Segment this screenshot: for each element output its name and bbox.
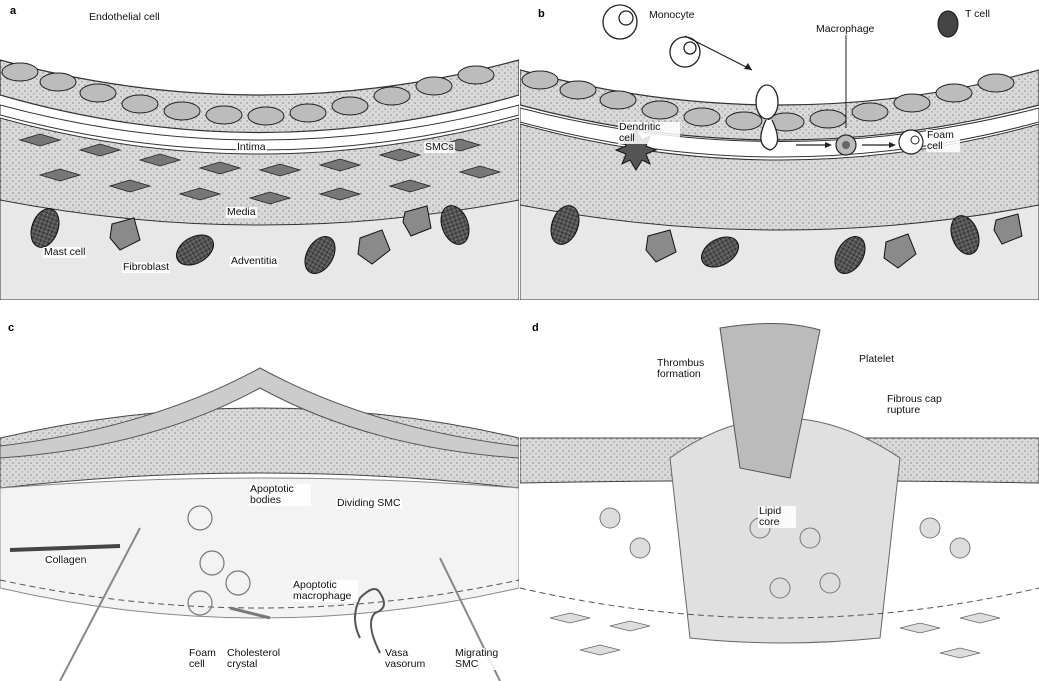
macrophage-label: Macrophage (815, 24, 875, 35)
migrating-smc-label: Migrating SMC (454, 648, 514, 670)
panel-b-early-lesion: b Monocyte Macrophage T cell Dendritic c… (520, 0, 1039, 300)
cholesterol-crystal-label: Cholesterol crystal (226, 648, 286, 670)
panel-label: d (532, 322, 539, 334)
dendritic-cell-label: Dendritic cell (618, 122, 680, 144)
panel-label: a (10, 5, 16, 17)
intima-label: Intima (236, 142, 267, 153)
mast-cell-label: Mast cell (43, 247, 86, 258)
thrombus-formation-label: Thrombus formation (656, 358, 716, 380)
adventitia-label: Adventitia (230, 256, 278, 267)
apoptotic-macrophage-label: Apoptotic macrophage (292, 580, 358, 602)
foam-cell-label: Foam cell (188, 648, 222, 670)
endothelial-cell-label: Endothelial cell (88, 12, 161, 23)
monocyte-label: Monocyte (648, 10, 696, 21)
panel-b-illustration (520, 0, 1039, 300)
apoptotic-bodies-label: Apoptotic bodies (249, 484, 311, 506)
fibrous-cap-rupture-label: Fibrous cap rupture (886, 394, 952, 416)
lipid-core-label: Lipid core (758, 506, 796, 528)
panel-d-advanced-lesion: d Thrombus formation Platelet Fibrous ca… (520, 318, 1039, 681)
vasa-vasorum-label: Vasa vasorum (384, 648, 430, 670)
t-cell-label: T cell (964, 9, 991, 20)
smcs-label: SMCs (424, 142, 455, 153)
fibroblast-label: Fibroblast (122, 262, 170, 273)
panel-label: b (538, 8, 545, 20)
media-label: Media (226, 207, 257, 218)
collagen-label: Collagen (44, 555, 87, 566)
foam-cell-label: Foam cell (926, 130, 960, 152)
panel-label: c (8, 322, 14, 334)
platelet-label: Platelet (858, 354, 895, 365)
panel-a-normal-artery: a Endothelial cell Intima SMCs Media Mas… (0, 0, 519, 300)
dividing-smc-label: Dividing SMC (336, 498, 402, 509)
panel-d-illustration (520, 318, 1039, 681)
panel-c-intermediate-lesion: c Apoptotic bodies Dividing SMC Collagen… (0, 318, 519, 681)
